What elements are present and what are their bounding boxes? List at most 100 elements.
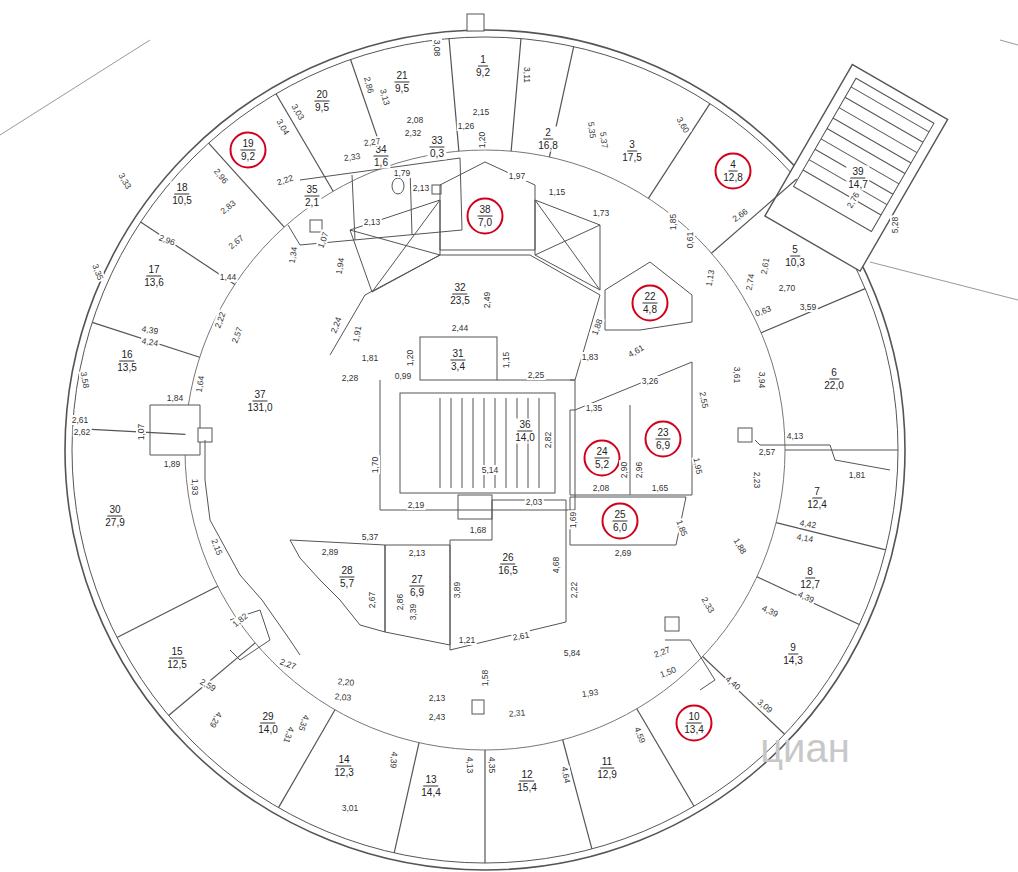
dimension: 2,86 [362, 75, 376, 96]
stair-step [851, 87, 929, 132]
dimension: 1,85 [668, 213, 678, 232]
dimension: 2,13 [363, 217, 382, 227]
dimension: 2,96 [157, 232, 178, 248]
dimension: 2,61 [758, 256, 771, 276]
room-number: 13 [423, 774, 438, 787]
dimension: 2,13 [412, 183, 431, 193]
room-label: 352,1 [302, 184, 321, 209]
room-label: 19,2 [474, 54, 492, 79]
room-area: 12,7 [800, 579, 819, 591]
room-label: 2616,5 [496, 552, 519, 577]
room-area: 1,6 [374, 157, 388, 169]
room-area: 12,3 [334, 767, 353, 779]
dimension: 2,13 [428, 693, 447, 703]
room-label: 1810,5 [170, 182, 193, 207]
room-area: 12,9 [597, 769, 616, 781]
room-number: 28 [339, 565, 354, 578]
room-area: 10,3 [785, 257, 804, 269]
room-number: 14 [336, 754, 351, 767]
dimension: 1,44 [219, 272, 238, 282]
dimension: 3,60 [674, 114, 692, 135]
room-label: 1112,9 [595, 756, 618, 781]
dimension: 5,37 [361, 532, 380, 542]
dimension: 1,15 [501, 351, 511, 370]
room-28 [290, 540, 385, 632]
dimension: 2,74 [743, 272, 756, 292]
room-label: 1512,5 [165, 646, 188, 671]
stair-step [473, 398, 474, 488]
dimension: 2,22 [569, 581, 579, 600]
room-label: 285,7 [337, 565, 356, 590]
wall [755, 440, 890, 470]
ring-wall [185, 150, 785, 750]
dimension: 2,67 [226, 232, 247, 252]
dimension: 3,39 [408, 603, 418, 622]
dimension: 1,95 [691, 456, 704, 476]
room-area: 13,4 [684, 724, 703, 736]
room-area: 12,4 [807, 499, 826, 511]
room-area: 0,3 [430, 148, 444, 160]
dimension: 1,15 [548, 187, 567, 197]
room-number: 21 [394, 70, 409, 83]
room-area: 27,9 [105, 517, 124, 529]
dimension: 2,08 [592, 483, 611, 493]
dimension: 2,96 [211, 166, 231, 187]
room-label: 1713,6 [142, 264, 165, 289]
dimension: 1,73 [592, 208, 611, 218]
dimension: 1,94 [333, 256, 346, 276]
outer-wall [65, 30, 905, 870]
dimension: 1,13 [703, 268, 716, 288]
room-area: 4,8 [643, 304, 657, 316]
column [472, 700, 484, 714]
radial-wall [648, 104, 710, 199]
stair-steps [440, 398, 539, 488]
room-label: 3223,5 [448, 282, 471, 307]
room-label: 3027,9 [103, 504, 126, 529]
dimension: 4,39 [759, 603, 780, 620]
dimension: 2,57 [758, 447, 777, 457]
dimension: 5,35 [586, 120, 598, 140]
dimension: 1,91 [350, 324, 363, 344]
room-number: 38 [477, 204, 492, 217]
room-area: 16,5 [498, 565, 517, 577]
partition [352, 175, 355, 240]
room-label: 712,4 [805, 486, 828, 511]
stair-36 [400, 393, 555, 493]
room-area: 7,0 [478, 217, 492, 229]
dimension: 2,55 [697, 390, 710, 410]
dimension: 3,08 [432, 39, 442, 58]
room-number: 37 [252, 389, 267, 402]
dimension: 1,26 [457, 121, 476, 131]
room-area: 14,4 [421, 787, 440, 799]
dimension: 2,43 [428, 712, 447, 722]
room-number: 32 [452, 282, 467, 295]
circled-room-label: 245,2 [584, 440, 621, 477]
room-number: 17 [146, 264, 161, 277]
circled-room-label: 236,9 [645, 421, 682, 458]
room-number: 35 [304, 184, 319, 197]
dimension: 1,85 [674, 518, 690, 539]
dimension: 5,37 [598, 130, 610, 150]
dimension: 4,24 [140, 335, 160, 348]
room-area: 9,5 [315, 102, 329, 114]
circled-room-label: 224,8 [632, 285, 669, 322]
room-area: 13,5 [117, 362, 136, 374]
dimension: 3,59 [799, 302, 818, 312]
room-area: 5,7 [340, 578, 354, 590]
column [738, 428, 752, 442]
room-label: 1412,3 [332, 754, 355, 779]
dimension: 1,21 [458, 635, 477, 645]
dimension: 4,59 [632, 725, 648, 746]
column [665, 617, 679, 631]
room-label: 1215,4 [515, 769, 538, 794]
room-area: 22,0 [824, 380, 843, 392]
room-number: 39 [850, 166, 865, 179]
dimension: 4,13 [786, 431, 805, 441]
room-number: 4 [728, 159, 738, 172]
stair-step [506, 398, 507, 488]
radial-wall [703, 657, 785, 735]
room-32 [330, 255, 600, 380]
fixture [392, 178, 404, 194]
dimension: 1,93 [580, 687, 600, 699]
outer-wall-inner [72, 37, 898, 863]
